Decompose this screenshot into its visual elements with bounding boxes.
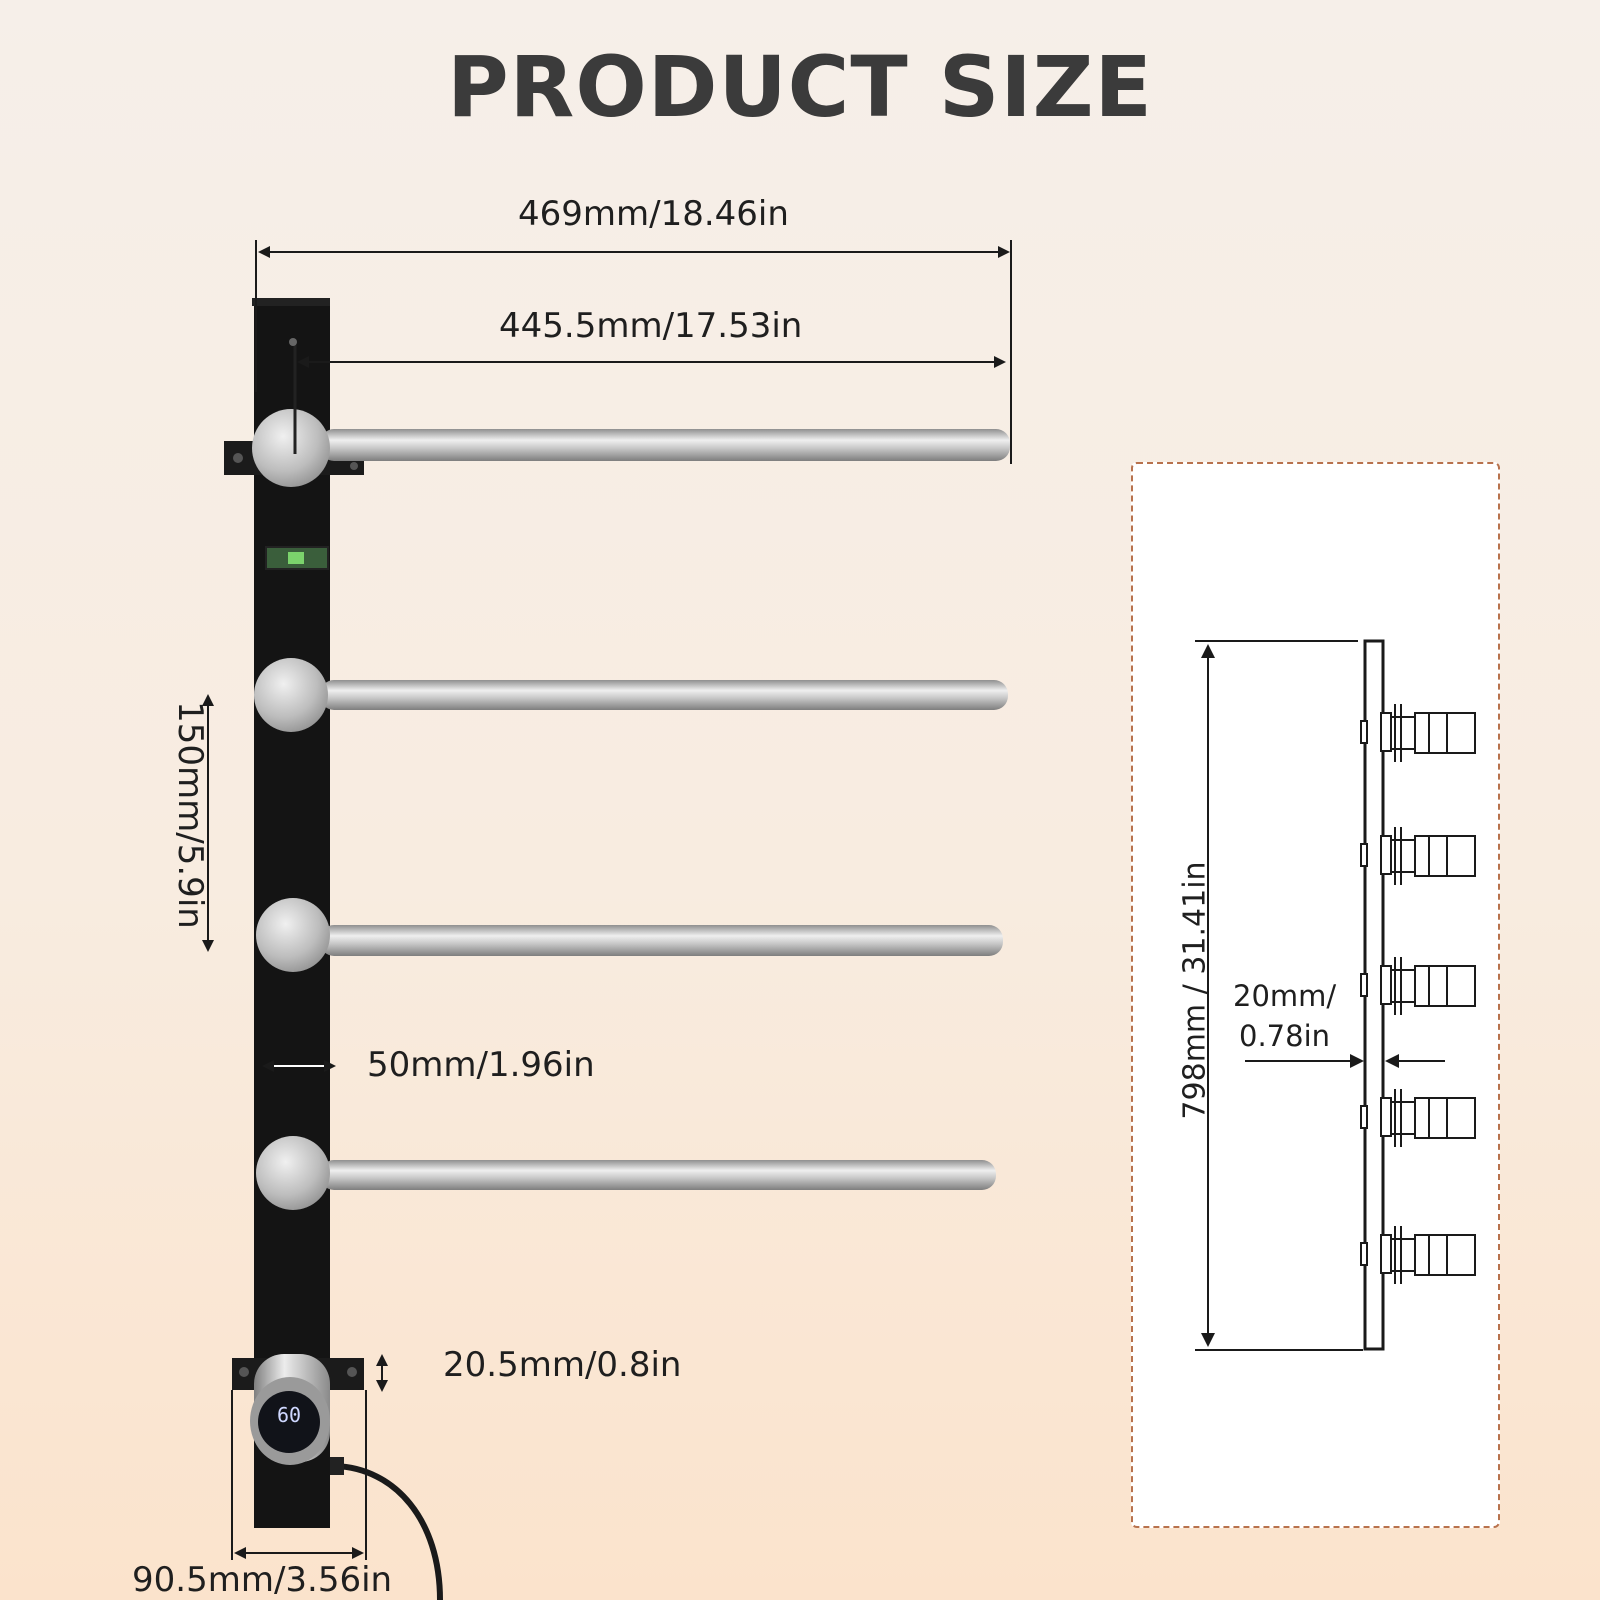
label-bracket-height: 20.5mm/0.8in bbox=[443, 1345, 682, 1385]
wall-panel-top-cap bbox=[252, 298, 330, 306]
bar-knob-1 bbox=[252, 409, 330, 487]
side-rod-3 bbox=[1360, 957, 1476, 1015]
bar-knob-3 bbox=[256, 898, 330, 972]
label-depth: 20mm/ 0.78in bbox=[1233, 976, 1336, 1056]
label-depth-line1: 20mm/ bbox=[1233, 979, 1337, 1013]
bar-knob-2 bbox=[254, 658, 328, 732]
side-rod-2 bbox=[1360, 827, 1476, 885]
temperature-display: 60 bbox=[258, 1391, 320, 1453]
label-bar-spacing: 150mm/5.9in bbox=[170, 701, 210, 929]
label-bracket-width: 90.5mm/3.56in bbox=[132, 1560, 393, 1600]
label-depth-line2: 0.78in bbox=[1239, 1019, 1331, 1053]
cable-plug bbox=[330, 1457, 344, 1475]
label-total-height: 798mm / 31.41in bbox=[1177, 861, 1213, 1120]
page-title: PRODUCT SIZE bbox=[447, 38, 1153, 136]
side-rod-4 bbox=[1360, 1089, 1476, 1147]
side-view-panel: 798mm / 31.41in 20mm/ 0.78in bbox=[1131, 462, 1500, 1528]
label-total-width: 469mm/18.46in bbox=[518, 194, 789, 234]
towel-bar-1 bbox=[320, 429, 1010, 461]
temperature-value: 60 bbox=[276, 1403, 302, 1427]
bracket-screw bbox=[233, 453, 243, 463]
towel-bar-2 bbox=[320, 680, 1008, 710]
bar-knob-4 bbox=[256, 1136, 330, 1210]
side-rod-1 bbox=[1360, 704, 1476, 762]
side-rod-5 bbox=[1360, 1226, 1476, 1284]
label-panel-width: 50mm/1.96in bbox=[367, 1045, 595, 1085]
towel-bar-4 bbox=[320, 1160, 996, 1190]
spirit-level-bubble bbox=[288, 552, 304, 564]
mount-hole bbox=[289, 338, 297, 346]
power-cable bbox=[334, 1463, 443, 1600]
bracket-screw bbox=[350, 462, 358, 470]
bracket-screw bbox=[347, 1367, 357, 1377]
towel-bar-3 bbox=[320, 925, 1003, 956]
label-bar-length: 445.5mm/17.53in bbox=[499, 306, 803, 346]
bracket-screw bbox=[239, 1367, 249, 1377]
side-view-drawing bbox=[1195, 639, 1476, 1351]
